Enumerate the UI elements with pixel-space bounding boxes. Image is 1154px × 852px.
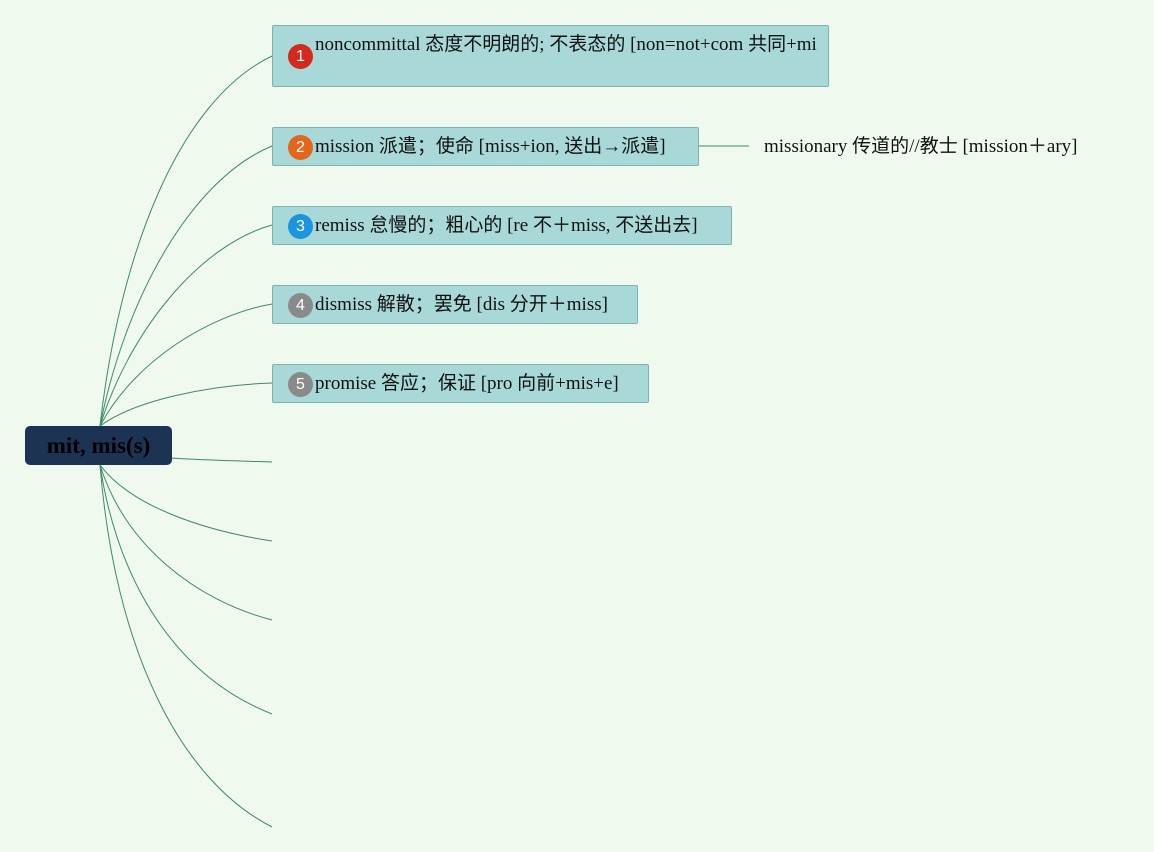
connector-empty-2: [99, 464, 273, 542]
subtopic-missionary[interactable]: missionary 传道的//教士 [mission＋ary]: [764, 136, 1078, 157]
connector-empty-1: [169, 457, 273, 463]
topic-text: dismiss 解散；罢免 [dis 分开＋miss]: [315, 294, 608, 315]
connector-branch-4: [99, 303, 273, 427]
topic-mission[interactable]: 2 mission 派遣；使命 [miss+ion, 送出→派遣]: [272, 127, 699, 166]
connector-branch-2: [99, 145, 273, 427]
topic-text: noncommittal 态度不明朗的; 不表态的 [non=not+com 共…: [315, 34, 817, 55]
topic-text: mission 派遣；使命 [miss+ion, 送出→派遣]: [315, 136, 666, 157]
priority-5-icon: 5: [288, 372, 313, 397]
topic-remiss[interactable]: 3 remiss 怠慢的；粗心的 [re 不＋miss, 不送出去]: [272, 206, 732, 245]
topic-noncommittal[interactable]: 1 noncommittal 态度不明朗的; 不表态的 [non=not+com…: [272, 25, 829, 87]
connector-empty-3: [99, 464, 273, 621]
connector-branch-3: [99, 224, 273, 427]
priority-1-icon: 1: [288, 44, 313, 69]
connector-empty-4: [99, 464, 273, 715]
connector-empty-5: [99, 464, 273, 828]
central-topic[interactable]: mit, mis(s): [25, 426, 172, 465]
topic-text: remiss 怠慢的；粗心的 [re 不＋miss, 不送出去]: [315, 215, 698, 236]
topic-dismiss[interactable]: 4 dismiss 解散；罢免 [dis 分开＋miss]: [272, 285, 638, 324]
priority-2-icon: 2: [288, 135, 313, 160]
topic-text: promise 答应；保证 [pro 向前+mis+e]: [315, 373, 619, 394]
priority-4-icon: 4: [288, 293, 313, 318]
connector-branch-1: [99, 55, 273, 427]
topic-promise[interactable]: 5 promise 答应；保证 [pro 向前+mis+e]: [272, 364, 649, 403]
priority-3-icon: 3: [288, 214, 313, 239]
connector-branch-5: [99, 382, 273, 427]
